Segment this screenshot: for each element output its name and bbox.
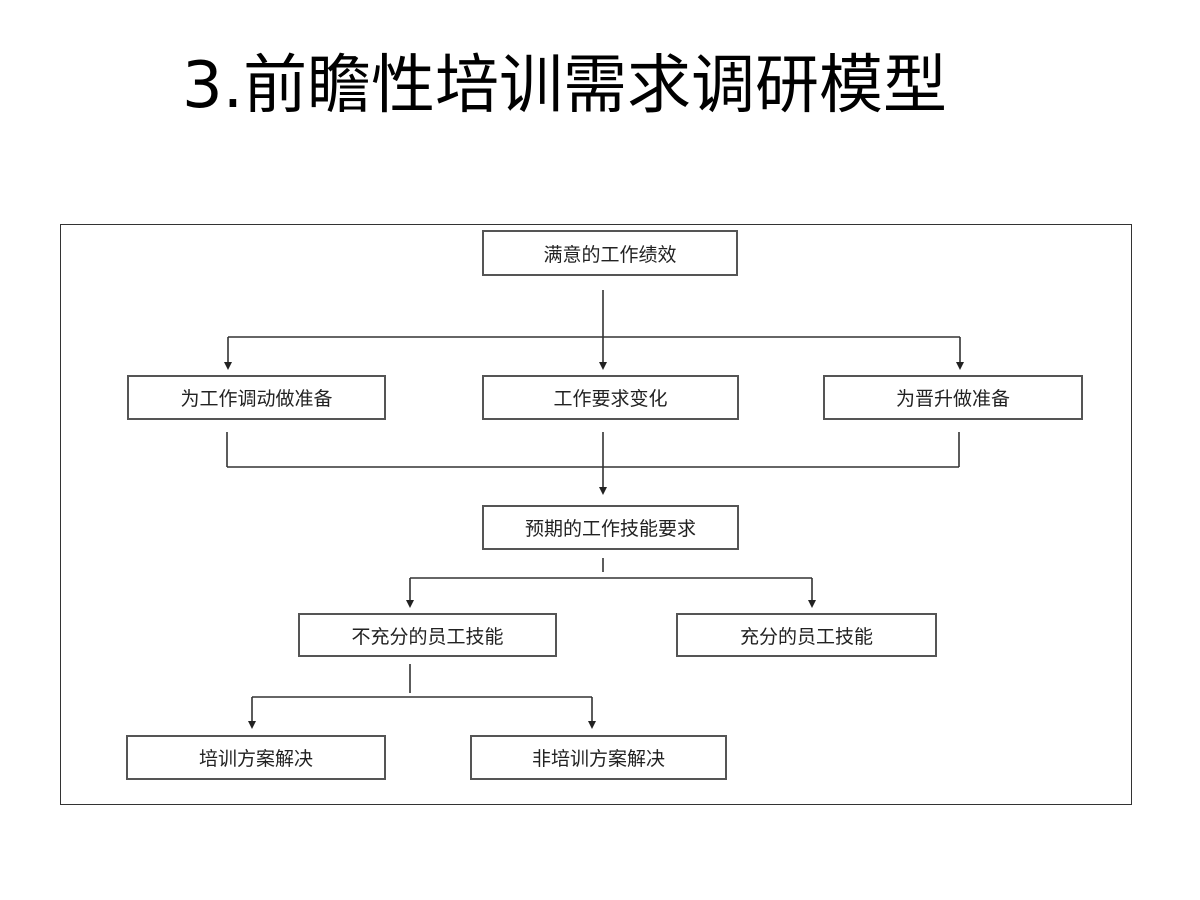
node-promotion-prep: 为晋升做准备 xyxy=(823,375,1083,420)
node-insufficient-skills: 不充分的员工技能 xyxy=(298,613,557,657)
node-job-transfer-prep: 为工作调动做准备 xyxy=(127,375,386,420)
node-satisfied-performance: 满意的工作绩效 xyxy=(482,230,738,276)
node-non-training-solution: 非培训方案解决 xyxy=(470,735,727,780)
node-training-solution: 培训方案解决 xyxy=(126,735,386,780)
node-sufficient-skills: 充分的员工技能 xyxy=(676,613,937,657)
node-job-requirement-change: 工作要求变化 xyxy=(482,375,739,420)
node-expected-skill-requirement: 预期的工作技能要求 xyxy=(482,505,739,550)
diagram-frame xyxy=(60,224,1132,805)
page-title: 3.前瞻性培训需求调研模型 xyxy=(182,49,948,123)
